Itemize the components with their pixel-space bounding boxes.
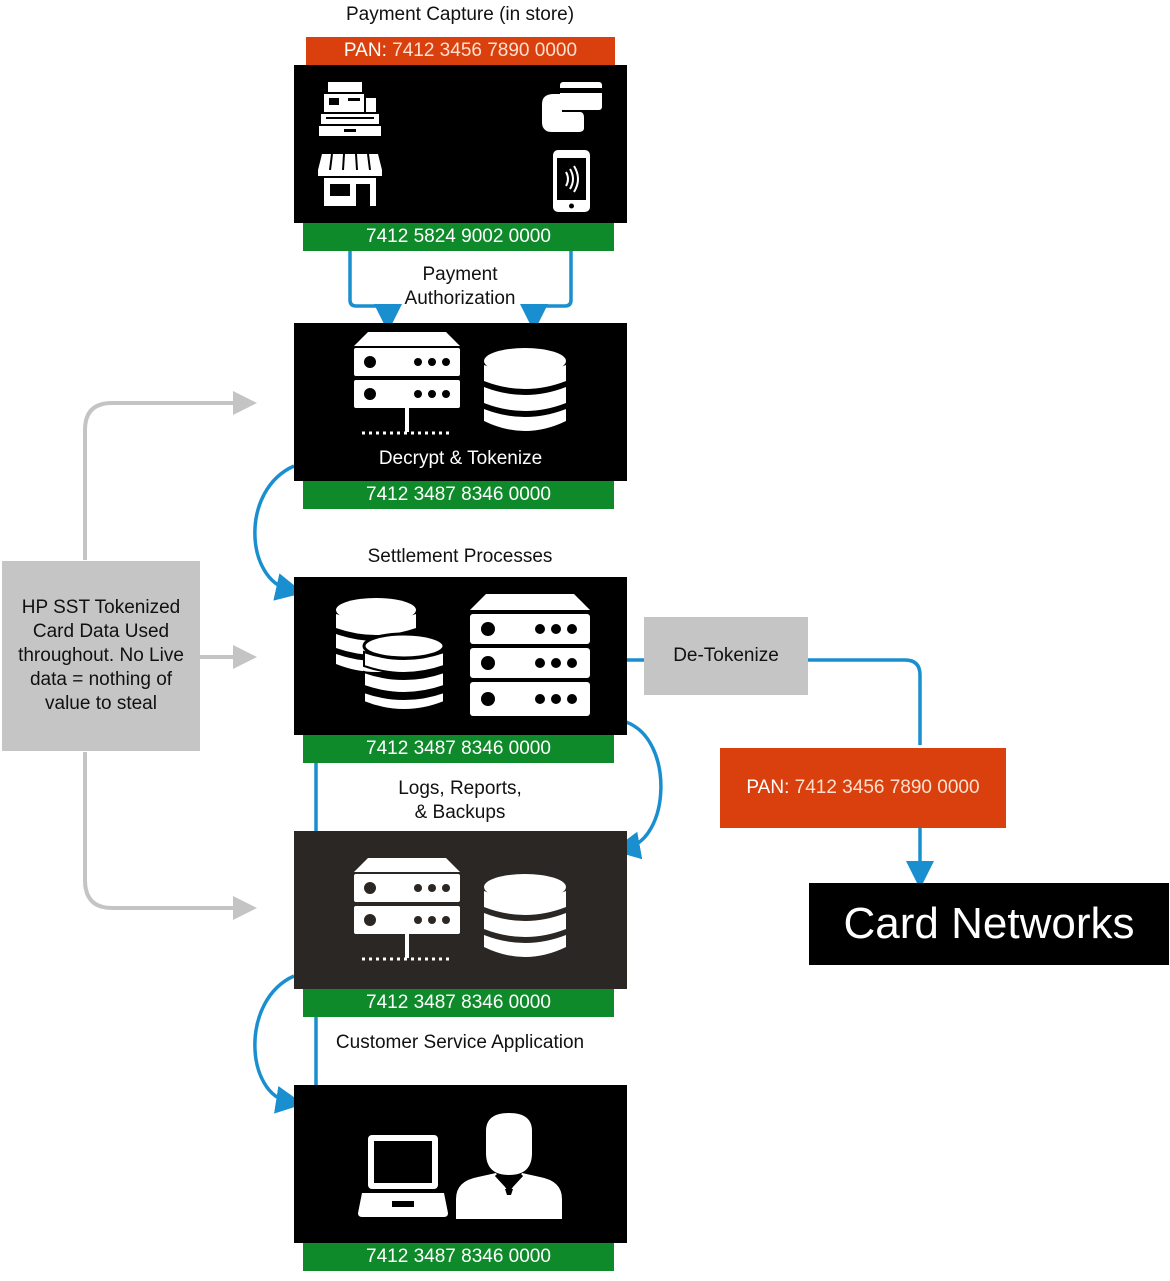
server-icon	[354, 332, 460, 435]
database-stack-icon	[336, 598, 446, 711]
side-note-line: data = nothing of	[29, 669, 173, 690]
detokenize-box: De-Tokenize	[644, 617, 808, 695]
person-icon	[456, 1113, 562, 1219]
settlement-title: Settlement Processes	[367, 546, 553, 567]
logs-title: Logs, Reports, & Backups	[340, 777, 580, 825]
authorization-block	[294, 323, 627, 481]
customer-service-token-bar: 7412 3487 8346 0000	[303, 1243, 614, 1271]
detokenize-pan-box: PAN: 7412 3456 7890 0000	[720, 748, 1006, 828]
database-icon	[484, 348, 566, 431]
logs-database-icon	[484, 874, 566, 957]
customer-service-title: Customer Service Application	[335, 1032, 585, 1053]
side-note-line: HP SST Tokenized	[21, 597, 181, 618]
side-note-line: throughout. No Live	[18, 645, 184, 666]
capture-pan-value: 7412 3456 7890 0000	[392, 40, 578, 61]
capture-title: Payment Capture (in store)	[345, 4, 575, 25]
logs-title-line2: & Backups	[414, 802, 506, 823]
server-rack-icon	[470, 594, 590, 716]
authorization-title-line1: Payment	[422, 264, 498, 285]
logs-block	[294, 831, 627, 989]
authorization-title: Payment Authorization	[360, 263, 560, 311]
capture-pan-key: PAN:	[343, 40, 387, 61]
logs-title-line1: Logs, Reports,	[398, 778, 522, 799]
capture-token-bar: 7412 5824 9002 0000	[303, 223, 614, 251]
mobile-nfc-icon	[553, 150, 590, 212]
card-networks-box: Card Networks	[809, 883, 1169, 965]
card-in-hand-icon	[542, 82, 602, 132]
logs-token-bar: 7412 3487 8346 0000	[303, 989, 614, 1017]
side-note-line: value to steal	[45, 693, 157, 714]
gray-arrows	[83, 391, 257, 920]
storefront-icon	[318, 153, 382, 206]
detokenize-pan-key: PAN:	[746, 777, 790, 798]
cash-register-icon	[319, 82, 381, 136]
detokenize-pan-value: 7412 3456 7890 0000	[794, 777, 980, 798]
settlement-token-bar: 7412 3487 8346 0000	[303, 735, 614, 763]
side-note-line: Card Data Used	[32, 621, 170, 642]
logs-server-icon	[354, 858, 460, 961]
authorization-title-line2: Authorization	[404, 288, 516, 309]
capture-pan-bar: PAN: 7412 3456 7890 0000	[306, 37, 615, 65]
laptop-icon	[358, 1135, 448, 1217]
authorization-caption: Decrypt & Tokenize	[378, 448, 543, 469]
side-note: HP SST Tokenized Card Data Used througho…	[2, 561, 200, 751]
authorization-token-bar: 7412 3487 8346 0000	[303, 481, 614, 509]
